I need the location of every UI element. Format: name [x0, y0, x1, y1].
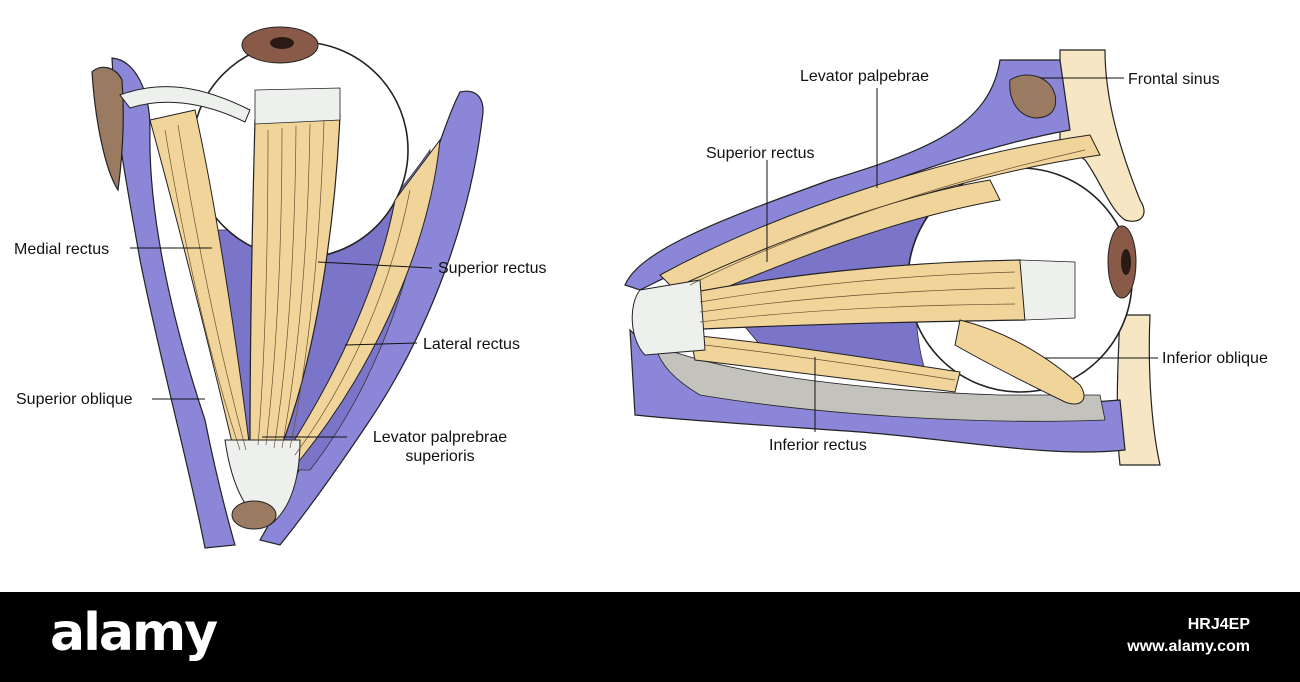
left-superior-rectus-tendon — [254, 87, 341, 125]
right-orbit-view — [624, 49, 1161, 466]
right-frontal-sinus — [1009, 74, 1057, 119]
illustration-canvas: Medial rectus Superior rectus Lateral re… — [14, 26, 1268, 549]
label-superior-oblique: Superior oblique — [16, 391, 133, 408]
label-levator-left-line1: Levator palprebrae — [372, 429, 508, 446]
label-inferior-rectus: Inferior rectus — [769, 437, 867, 454]
alamy-logo: alamy — [50, 603, 218, 663]
right-superior-rectus-muscle — [669, 179, 1001, 306]
label-lateral-rectus: Lateral rectus — [423, 336, 520, 353]
left-leader-lines — [130, 247, 433, 438]
right-maxilla-bone — [1116, 314, 1161, 466]
left-muscle-fibers — [164, 119, 411, 456]
right-muscle-fibers — [689, 149, 1086, 381]
label-superior-rectus-right: Superior rectus — [706, 145, 815, 162]
right-lateral-rectus-tendon — [1019, 259, 1076, 321]
right-leader-lines — [766, 77, 1158, 432]
watermark-footer: alamy HRJ4EP www.alamy.com — [0, 592, 1300, 682]
right-maxillary-floor — [654, 344, 1106, 422]
label-medial-rectus: Medial rectus — [14, 241, 110, 258]
label-inferior-oblique: Inferior oblique — [1162, 350, 1268, 367]
left-pupil — [270, 37, 294, 49]
left-lateral-rectus-muscle — [284, 138, 441, 461]
site-url: www.alamy.com — [1127, 638, 1250, 655]
label-levator-left-line2: superioris — [405, 448, 475, 465]
label-levator-palprebrae-superioris: Levator palprebrae superioris — [350, 428, 530, 466]
left-superior-oblique-tendon — [119, 86, 251, 123]
right-annulus-tendon — [631, 279, 706, 356]
image-id: HRJ4EP — [1187, 616, 1250, 633]
label-frontal-sinus: Frontal sinus — [1128, 71, 1220, 88]
right-inferior-rectus-muscle — [689, 334, 961, 393]
right-pupil — [1121, 249, 1131, 275]
right-frontal-bone — [1059, 49, 1145, 222]
left-trochlea-bone — [91, 66, 124, 192]
right-orbital-roof — [624, 59, 1071, 291]
left-optic-canal — [231, 500, 277, 530]
right-inferior-oblique-muscle — [954, 319, 1085, 405]
label-levator-palpebrae: Levator palpebrae — [800, 68, 929, 85]
left-orbit-view — [91, 26, 484, 549]
eye-muscles-illustration — [91, 26, 1161, 549]
left-orbit-wall-medial — [111, 57, 236, 549]
label-superior-rectus-left: Superior rectus — [438, 260, 547, 277]
